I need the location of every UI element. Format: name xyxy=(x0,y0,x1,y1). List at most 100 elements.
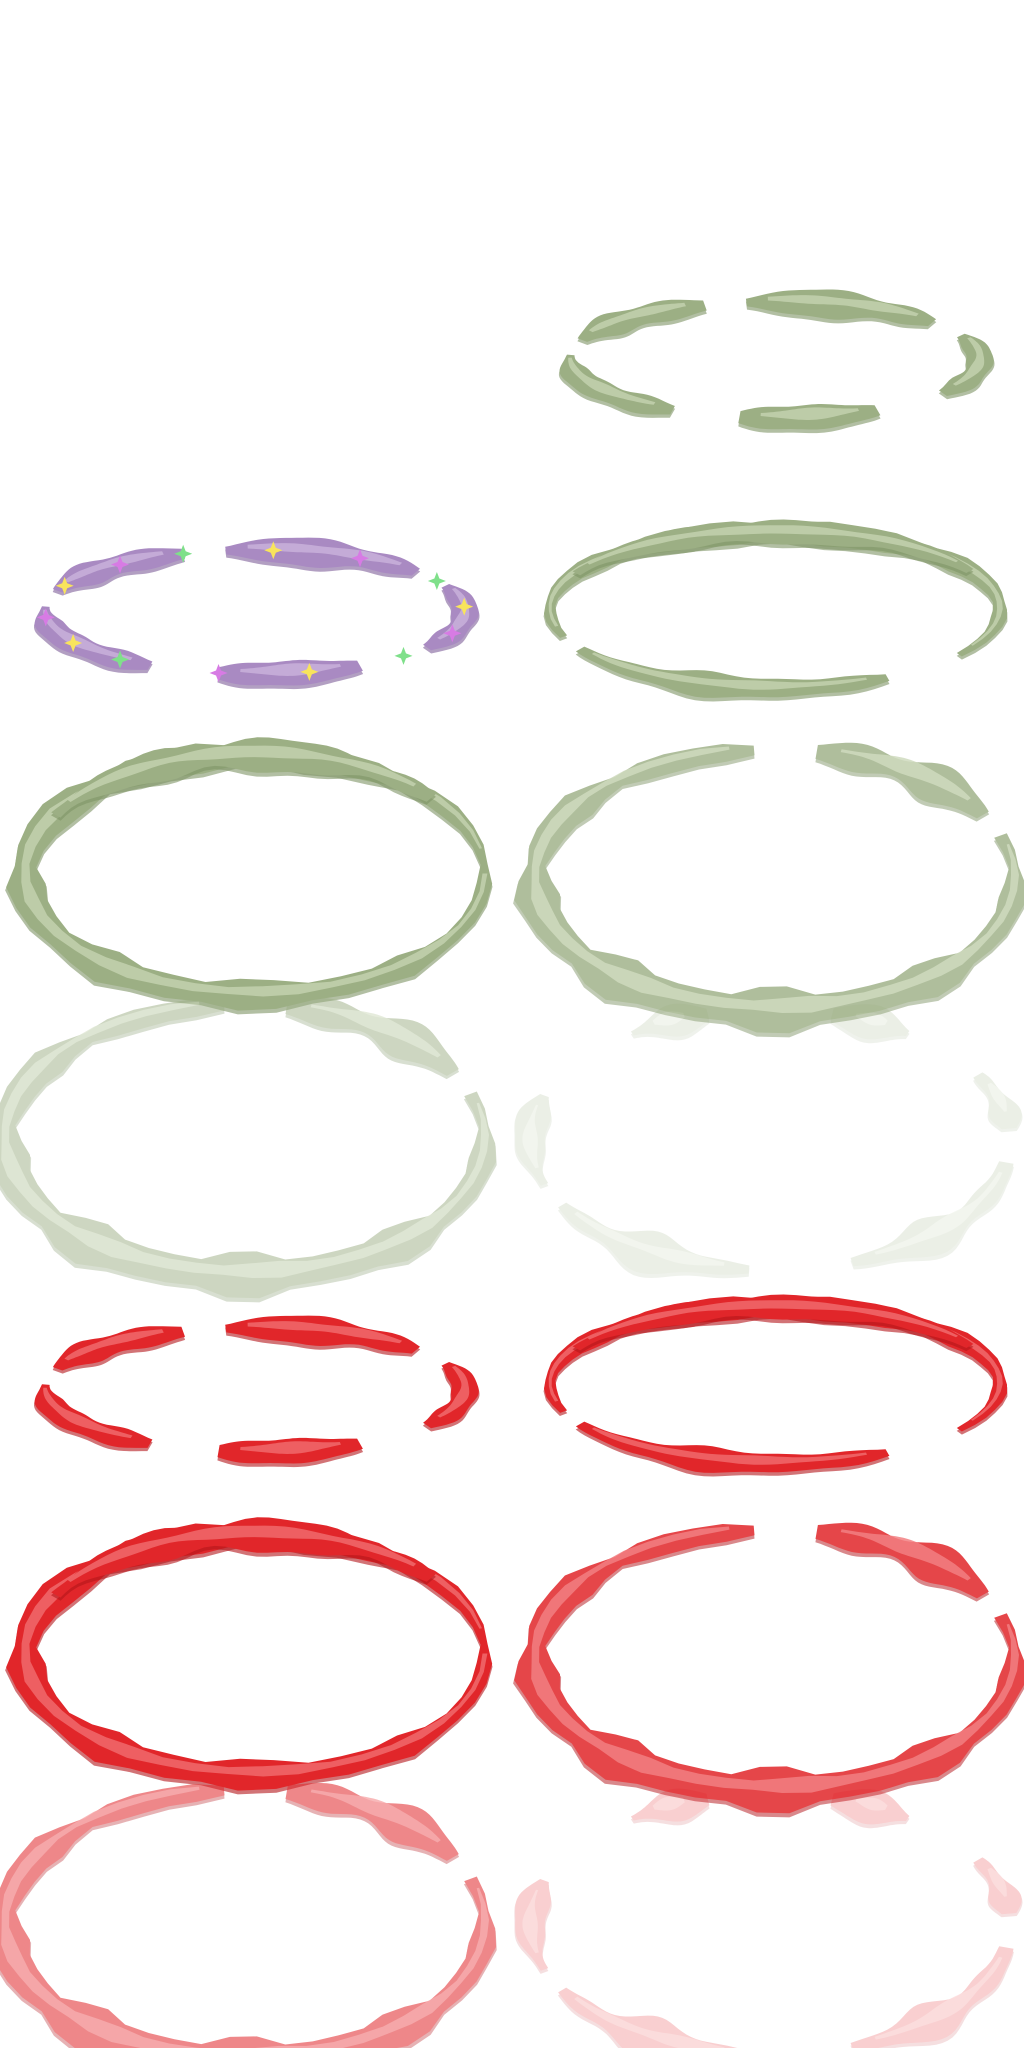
ring-segment xyxy=(830,1789,910,1825)
ring-segment-highlight xyxy=(574,1996,725,2048)
sparkle xyxy=(209,664,228,683)
ring-segment xyxy=(34,1384,153,1448)
ring-segment-highlight xyxy=(240,1441,341,1454)
sparkle xyxy=(351,549,369,568)
ring-segment-shadow xyxy=(557,1205,750,1279)
ring-segment xyxy=(285,1783,459,1861)
ring-segment xyxy=(572,519,974,576)
ring-segment-highlight xyxy=(767,295,919,317)
ring-segment-highlight xyxy=(840,749,971,801)
ring-segment-shadow xyxy=(850,1164,1014,1270)
ring-segment-shadow xyxy=(514,1096,552,1189)
ring-segment xyxy=(0,1784,497,2048)
aura-ring-frame-8 xyxy=(34,1315,480,1468)
ring-segment-highlight xyxy=(987,1082,1007,1112)
ring-segment xyxy=(559,354,675,415)
ring-segment xyxy=(939,333,994,396)
ring-segment-highlight xyxy=(43,609,133,661)
ring-segment-highlight xyxy=(588,302,686,333)
ring-segment-highlight xyxy=(522,1889,539,1954)
ring-segment-highlight xyxy=(652,1796,685,1811)
ring-segment-highlight xyxy=(760,407,859,420)
ring-segment xyxy=(575,646,890,698)
ring-segment xyxy=(558,1202,750,1275)
ring-segment-highlight xyxy=(591,652,867,690)
sparkle xyxy=(55,576,74,595)
ring-segment xyxy=(558,1987,738,2048)
ring-segment xyxy=(850,1946,1014,2048)
ring-segment-shadow xyxy=(514,1881,552,1974)
ring-segment-highlight xyxy=(587,1300,959,1340)
ring-segment-highlight xyxy=(568,357,656,405)
aura-ring-frame-11 xyxy=(513,1522,1024,1818)
aura-ring-frame-5 xyxy=(513,742,1024,1038)
ring-segment-shadow xyxy=(830,1791,910,1829)
sparkle xyxy=(394,646,413,665)
ring-segment-highlight xyxy=(310,1004,441,1058)
sparkle xyxy=(264,541,283,560)
sparkle xyxy=(427,572,446,590)
aura-ring-frame-7 xyxy=(514,1003,1023,1279)
aura-ring-frame-12 xyxy=(0,1783,497,2048)
ring-segment-shadow xyxy=(630,1790,710,1826)
ring-segment-shadow xyxy=(973,1860,1023,1918)
aura-ring-frame-10 xyxy=(5,1517,493,1795)
ring-segment xyxy=(973,1857,1022,1915)
ring-segment-highlight xyxy=(987,1867,1007,1897)
sparkle xyxy=(455,597,474,616)
aura-ring-frame-3 xyxy=(543,519,1008,702)
sparkle xyxy=(443,624,462,643)
ring-segment-shadow xyxy=(830,1006,910,1044)
sparkle xyxy=(36,608,55,627)
ring-segment-highlight xyxy=(652,1011,685,1026)
ring-segment-highlight xyxy=(840,1529,971,1581)
ring-segment xyxy=(830,1004,910,1040)
ring-segment xyxy=(815,1522,989,1599)
ring-segment-shadow xyxy=(557,1990,726,2048)
ring-segment-highlight xyxy=(310,1789,441,1843)
sparkle xyxy=(300,662,319,681)
ring-segment xyxy=(575,1421,890,1473)
aura-ring-frame-4 xyxy=(5,737,493,1015)
ring-segment-highlight xyxy=(64,551,164,583)
ring-segment-shadow xyxy=(850,1949,1014,2048)
ring-segment-highlight xyxy=(522,1104,539,1169)
sparkle xyxy=(174,544,193,563)
ring-segment-highlight xyxy=(587,525,959,565)
ring-segment-highlight xyxy=(247,1321,403,1344)
sparkle xyxy=(111,650,130,669)
aura-ring-frame-13 xyxy=(514,1788,1023,2048)
ring-segment-highlight xyxy=(855,1012,888,1026)
aura-ring-frame-1 xyxy=(558,289,995,434)
ring-segment xyxy=(577,299,707,342)
ring-segment xyxy=(973,1072,1022,1130)
ring-segment-highlight xyxy=(855,1797,888,1811)
ring-segment xyxy=(630,1003,710,1037)
ring-segment-highlight xyxy=(437,1365,470,1418)
ring-segment xyxy=(34,606,153,670)
sparkle xyxy=(111,555,130,574)
ring-segment-highlight xyxy=(437,587,470,640)
ring-segment-highlight xyxy=(574,1211,725,1266)
ring-segment-shadow xyxy=(973,1075,1023,1133)
ring-segment-highlight xyxy=(952,337,985,386)
ring-segment-highlight xyxy=(67,1525,417,1582)
ring-segment-shadow xyxy=(630,1005,710,1041)
ring-segment-highlight xyxy=(64,1329,164,1361)
ring-segment xyxy=(850,1161,1014,1267)
aura-ring-frame-9 xyxy=(543,1294,1008,1477)
ring-segment xyxy=(285,998,459,1076)
sparkle xyxy=(64,634,83,652)
ring-segment xyxy=(572,1294,974,1351)
ring-segment xyxy=(815,742,989,819)
ring-segment xyxy=(515,1879,551,1971)
ring-segment-highlight xyxy=(67,745,417,802)
ring-segment xyxy=(630,1788,710,1822)
ring-segment xyxy=(52,1326,186,1371)
aura-ring-frame-6 xyxy=(0,998,497,1303)
ring-segment-highlight xyxy=(43,1387,133,1439)
aura-ring-frame-2 xyxy=(34,537,480,690)
ring-segment-highlight xyxy=(240,663,341,676)
ring-segment-highlight xyxy=(591,1427,867,1465)
